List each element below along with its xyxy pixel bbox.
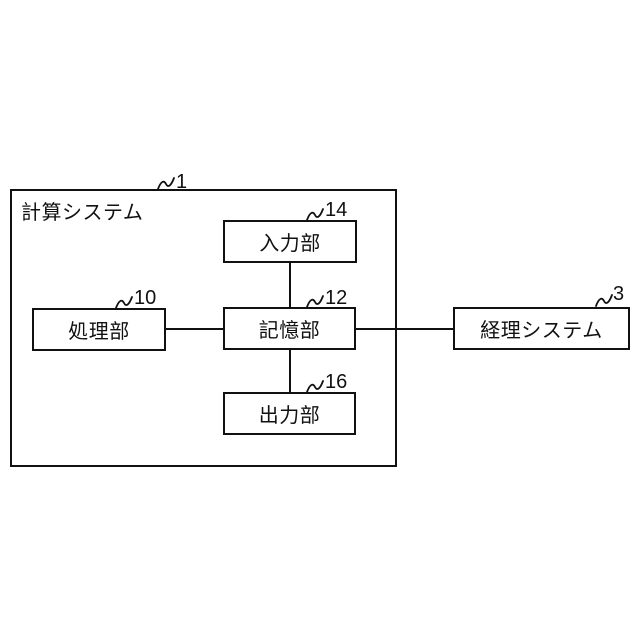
ref-number-1: 1 <box>176 171 188 193</box>
ref-squiggle-12 <box>306 295 324 308</box>
input-unit-box: 入力部 <box>223 220 357 263</box>
processing-unit-box: 処理部 <box>32 308 166 351</box>
ref-squiggle-14 <box>306 208 324 221</box>
ref-squiggle-16 <box>306 380 324 393</box>
ref-number-14: 14 <box>325 199 348 221</box>
processing-unit-label: 処理部 <box>68 321 130 343</box>
ref-squiggle-1 <box>157 177 175 190</box>
accounting-system-label: 経理システム <box>480 320 603 342</box>
input-unit-label: 入力部 <box>259 233 321 255</box>
ref-number-10: 10 <box>134 287 157 309</box>
output-unit-box: 出力部 <box>223 392 356 435</box>
ref-squiggle-3 <box>595 294 613 307</box>
storage-unit-box: 記憶部 <box>223 307 356 350</box>
accounting-system-box: 経理システム <box>453 307 630 350</box>
computing-system-label: 計算システム <box>21 202 144 224</box>
ref-number-12: 12 <box>325 287 348 309</box>
output-unit-label: 出力部 <box>258 405 321 427</box>
storage-unit-label: 記憶部 <box>258 320 321 342</box>
computing-system-boundary-box <box>10 189 397 467</box>
ref-number-16: 16 <box>325 371 348 393</box>
ref-squiggle-10 <box>115 296 133 309</box>
ref-number-3: 3 <box>613 283 625 305</box>
